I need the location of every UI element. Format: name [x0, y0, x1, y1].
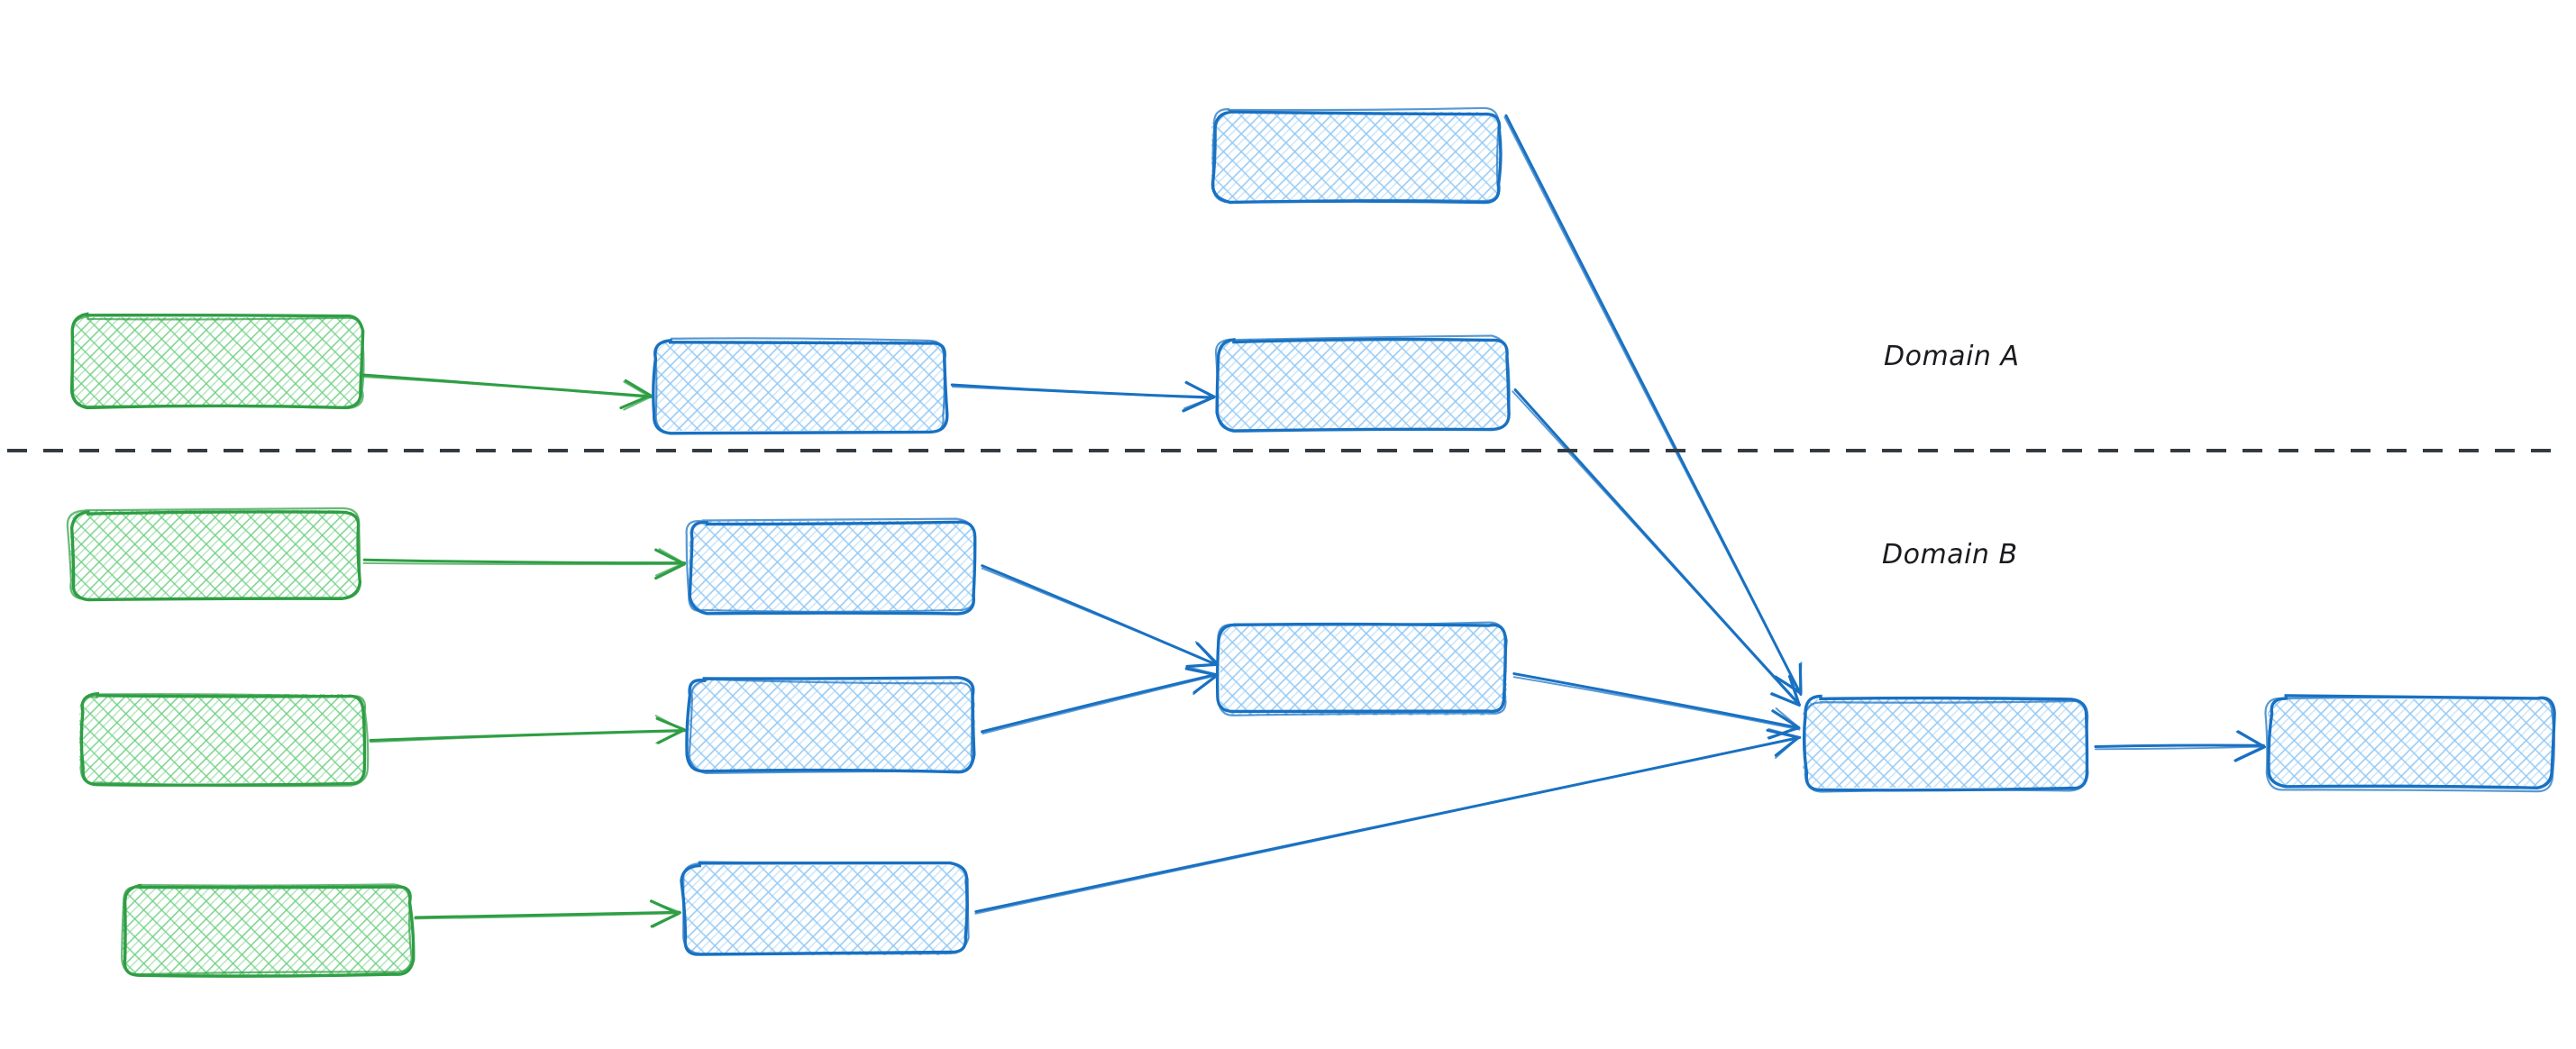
node-fill — [72, 317, 362, 406]
node-fill — [70, 510, 359, 599]
node-g2[interactable] — [66, 506, 362, 602]
node-b_end[interactable] — [2264, 694, 2556, 793]
edge-e6 — [1503, 114, 1803, 697]
node-outline — [79, 693, 370, 788]
edge-line — [414, 912, 681, 920]
node-fill — [689, 680, 975, 771]
edge-line — [362, 376, 653, 399]
node-fill — [689, 521, 975, 611]
node-fill — [79, 694, 366, 783]
edge-e3 — [369, 715, 687, 744]
node-fill — [1219, 339, 1507, 429]
domain-a-label: Domain A — [1884, 341, 2020, 372]
edge-e11 — [974, 727, 1802, 915]
edge-line — [950, 383, 1215, 399]
node-outline — [1216, 621, 1508, 716]
edge-line — [974, 736, 1800, 915]
node-outline — [123, 883, 416, 978]
edge-line — [980, 672, 1219, 734]
edge-arrowhead — [654, 715, 686, 744]
edge-line — [1512, 390, 1801, 707]
edge-line — [1513, 388, 1801, 707]
node-outline — [71, 315, 365, 410]
node-a_top[interactable] — [1210, 106, 1503, 205]
node-outline — [66, 506, 361, 600]
edge-e2 — [362, 548, 687, 580]
node-outline — [2264, 696, 2555, 793]
edge-e1 — [361, 373, 653, 411]
edge-arrowhead — [619, 379, 653, 410]
edge-arrowhead — [2235, 730, 2265, 760]
node-b_mid[interactable] — [1215, 621, 1508, 716]
edge-arrowhead — [1775, 661, 1803, 695]
node-outline — [688, 520, 977, 616]
edge-arrowhead — [654, 548, 685, 577]
node-outline — [688, 678, 973, 775]
edge-line — [952, 386, 1215, 399]
node-outline — [1804, 699, 2089, 793]
node-g3[interactable] — [79, 691, 370, 788]
node-fill — [1803, 699, 2087, 788]
edge-e8 — [981, 564, 1219, 669]
edge-line — [1503, 115, 1802, 695]
edge-line — [1512, 672, 1800, 730]
node-fill — [1220, 625, 1507, 716]
node-a_right[interactable] — [1214, 334, 1511, 433]
edge-line — [981, 567, 1219, 666]
node-outline — [1211, 106, 1500, 204]
edge-line — [1512, 676, 1801, 731]
node-outline — [685, 517, 976, 613]
edge-line — [2094, 745, 2265, 751]
node-fill — [683, 865, 966, 955]
node-fill — [123, 885, 411, 975]
edge-line — [982, 674, 1219, 734]
edge-arrowhead — [1769, 672, 1801, 707]
edge-line — [362, 558, 687, 565]
node-g1[interactable] — [69, 312, 365, 410]
nodes-group — [66, 106, 2556, 978]
edges-group — [361, 114, 2267, 928]
node-outline — [654, 337, 945, 435]
node-b1[interactable] — [685, 517, 977, 616]
node-a_mid[interactable] — [652, 337, 949, 435]
edge-line — [2094, 743, 2265, 748]
node-outline — [121, 883, 413, 976]
edge-line — [414, 910, 681, 919]
node-g4[interactable] — [121, 883, 416, 978]
edge-line — [362, 561, 687, 566]
node-b2[interactable] — [685, 676, 976, 775]
edge-e7 — [1512, 388, 1801, 707]
node-fill — [656, 341, 945, 431]
node-outline — [682, 861, 970, 955]
node-fill — [1211, 112, 1500, 202]
node-outline — [1210, 110, 1503, 205]
domain-b-label: Domain B — [1882, 539, 2018, 570]
edge-e10 — [1512, 672, 1801, 740]
edge-e9 — [980, 665, 1219, 734]
edge-e4 — [414, 899, 682, 928]
edge-arrowhead — [1768, 727, 1800, 759]
node-b3[interactable] — [680, 861, 970, 956]
edge-arrowhead — [651, 900, 682, 928]
node-outline — [1214, 334, 1511, 432]
edge-line — [369, 730, 686, 743]
node-b_conv[interactable] — [1802, 694, 2089, 793]
edge-arrowhead — [1767, 707, 1801, 739]
node-fill — [2268, 699, 2553, 788]
edge-arrowhead — [623, 380, 652, 411]
edge-arrowhead — [1183, 380, 1214, 410]
edge-e5 — [950, 380, 1216, 413]
edge-e12 — [2094, 730, 2267, 762]
edge-arrowhead — [654, 548, 686, 580]
